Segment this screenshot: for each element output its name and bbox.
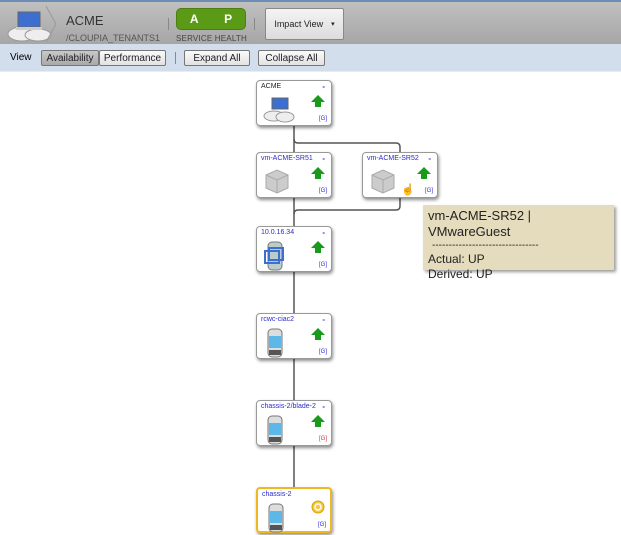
status-up-icon (311, 415, 325, 427)
host-icon (264, 241, 284, 271)
tooltip-derived-status: Derived: UP (428, 267, 493, 281)
vm-icon (265, 169, 289, 194)
node-label: ACME (261, 83, 282, 90)
cloud-computer-icon (263, 97, 295, 123)
node-acme[interactable]: ACME - [G] (256, 80, 332, 126)
availability-button[interactable]: Availability (41, 50, 99, 66)
view-label: View (10, 52, 32, 63)
node-label: chassis-2 (262, 491, 292, 498)
collapse-toggle[interactable]: - (322, 154, 325, 163)
status-up-icon (311, 95, 325, 107)
node-tag: [G] (317, 522, 326, 528)
node-tag: [G] (318, 436, 327, 442)
header-bar: ACME /CLOUPIA_TENANTS1 A P SERVICE HEALT… (0, 0, 621, 44)
node-label: 10.0.16.34 (261, 229, 295, 236)
status-unknown-icon (311, 500, 325, 514)
collapse-all-button[interactable]: Collapse All (258, 50, 325, 66)
divider (168, 18, 169, 30)
vm-icon (371, 169, 395, 194)
node-tag: [G] (318, 262, 327, 268)
availability-health: A (189, 12, 199, 26)
service-health-badge[interactable]: A P (176, 8, 246, 30)
server-icon (268, 503, 284, 533)
node-label: vm-ACME-SR51 (261, 155, 313, 162)
impact-view-dropdown[interactable]: Impact View ▾ (265, 8, 344, 40)
node-vm-acme-sr52[interactable]: vm-ACME-SR52 - ☝ [G] (362, 152, 438, 198)
collapse-toggle[interactable]: - (322, 402, 325, 411)
node-tag: [G] (318, 188, 327, 194)
performance-health: P (224, 12, 233, 26)
tooltip-divider: -------------------------------- (432, 240, 539, 251)
expand-all-button[interactable]: Expand All (184, 50, 250, 66)
impact-view-label: Impact View (274, 19, 324, 29)
performance-button[interactable]: Performance (99, 50, 166, 66)
collapse-toggle[interactable]: - (322, 82, 325, 91)
cloud-computer-icon (7, 6, 56, 42)
node-tag: [G] (424, 188, 433, 194)
tenant-path: /CLOUPIA_TENANTS1 (66, 33, 161, 43)
status-up-icon (311, 167, 325, 179)
status-up-icon (417, 167, 431, 179)
divider (254, 18, 255, 30)
node-label: rcwc-ciac2 (261, 316, 295, 323)
server-icon (267, 328, 283, 358)
node-10-0-16-34[interactable]: 10.0.16.34 - [G] (256, 226, 332, 272)
node-chassis-2[interactable]: chassis-2 [G] (256, 487, 332, 533)
node-label: vm-ACME-SR52 (367, 155, 419, 162)
hand-cursor-icon: ☝ (401, 184, 415, 196)
collapse-toggle[interactable]: - (322, 315, 325, 324)
node-tag: [G] (318, 116, 327, 122)
status-up-icon (311, 241, 325, 253)
divider (175, 52, 176, 64)
collapse-toggle[interactable]: - (322, 228, 325, 237)
tooltip-actual-status: Actual: UP (428, 252, 485, 266)
tenant-title: ACME (66, 13, 104, 28)
node-tag: [G] (318, 349, 327, 355)
collapse-toggle[interactable]: - (428, 154, 431, 163)
service-health-label: SERVICE HEALTH (176, 34, 247, 43)
server-icon (267, 415, 283, 445)
node-tooltip: vm-ACME-SR52 | VMwareGuest -------------… (423, 205, 614, 281)
node-label: chassis-2/blade-2 (261, 403, 316, 410)
node-vm-acme-sr51[interactable]: vm-ACME-SR51 - [G] (256, 152, 332, 198)
tooltip-title: vm-ACME-SR52 | VMwareGuest (428, 208, 532, 239)
status-up-icon (311, 328, 325, 340)
node-rcwc-ciac2[interactable]: rcwc-ciac2 - [G] (256, 313, 332, 359)
chevron-down-icon: ▾ (331, 21, 335, 28)
node-chassis-2-blade-2[interactable]: chassis-2/blade-2 - [G] (256, 400, 332, 446)
